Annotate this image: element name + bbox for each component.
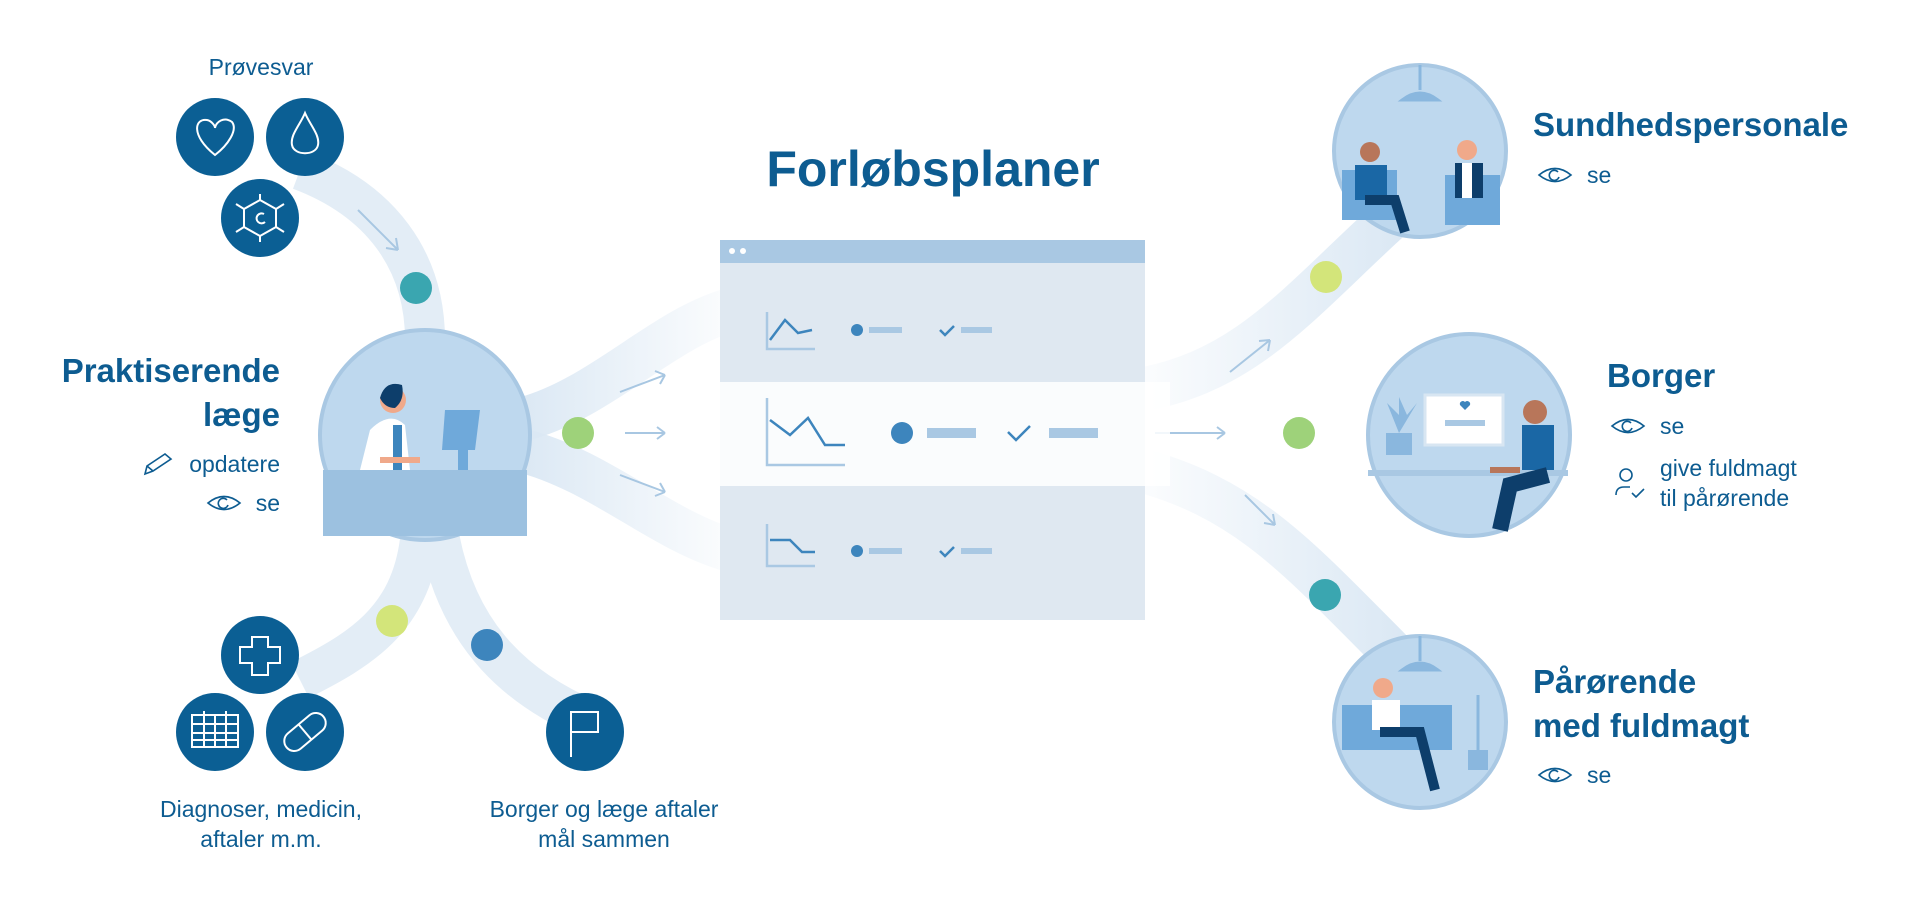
doctor-title: Praktiserende læge: [62, 349, 280, 437]
pill-icon: [266, 693, 344, 771]
records-label-line1: Diagnoser, medicin,: [160, 796, 362, 822]
goals-label-line1: Borger og læge aftaler: [489, 796, 719, 822]
care-plan-panel: [700, 240, 1170, 620]
drop-icon: [266, 98, 344, 176]
doctor-illustration: [318, 328, 532, 542]
relative-view-action: se: [1537, 760, 1611, 790]
citizen-illustration: [1366, 332, 1572, 538]
proxy-label-line2: til pårørende: [1660, 485, 1790, 511]
view-label: se: [255, 490, 280, 516]
proxy-label: give fuldmagt til pårørende: [1660, 453, 1797, 513]
data-dot: [1310, 261, 1342, 293]
records-label: Diagnoser, medicin, aftaler m.m.: [160, 794, 362, 854]
goals-label: Borger og læge aftaler mål sammen: [490, 794, 719, 854]
data-dot: [562, 417, 594, 449]
view-label: se: [1660, 413, 1685, 439]
records-label-line2: aftaler m.m.: [200, 826, 322, 852]
relative-title-line2: med fuldmagt: [1533, 707, 1750, 744]
citizen-title: Borger: [1607, 357, 1716, 394]
flag-icon: [546, 693, 624, 771]
doctor-title-line2: læge: [202, 396, 280, 433]
heart-icon: [176, 98, 254, 176]
goals-label-line2: mål sammen: [538, 826, 670, 852]
page-title: Forløbsplaner: [766, 141, 1100, 197]
eye-icon: [1537, 767, 1573, 783]
data-dot: [1283, 417, 1315, 449]
pencil-icon: [144, 453, 173, 476]
relative-illustration: [1332, 634, 1508, 810]
data-dot: [376, 605, 408, 637]
doctor-title-line1: Praktiserende: [61, 352, 280, 389]
flow-paths-center-right: [1134, 193, 1416, 676]
data-dot: [471, 629, 503, 661]
relative-title-line1: Pårørende: [1533, 663, 1697, 700]
data-dot: [400, 272, 432, 304]
data-dot: [1309, 579, 1341, 611]
health-staff-view-action: se: [1537, 160, 1611, 190]
citizen-view-action: se: [1610, 411, 1684, 441]
proxy-label-line1: give fuldmagt: [1660, 455, 1797, 481]
doctor-view-action: se: [206, 488, 280, 518]
plus-icon: [221, 616, 299, 694]
health-staff-title: Sundhedspersonale: [1533, 106, 1849, 143]
citizen-proxy-action: give fuldmagt til pårørende: [1614, 453, 1797, 513]
health-staff-illustration: [1332, 63, 1508, 239]
person-check-icon: [1615, 468, 1645, 499]
relative-title: Pårørende med fuldmagt: [1533, 660, 1749, 748]
test-results-label: Prøvesvar: [208, 54, 314, 80]
view-label: se: [1587, 162, 1612, 188]
eye-icon: [206, 495, 241, 511]
calendar-icon: [176, 693, 254, 771]
eye-icon: [1537, 167, 1573, 183]
edit-label: opdatere: [189, 451, 280, 477]
doctor-edit-action: opdatere: [141, 449, 280, 479]
eye-icon: [1610, 418, 1646, 434]
view-label: se: [1587, 762, 1612, 788]
flow-paths-center-left: [514, 288, 737, 572]
cell-icon: [221, 179, 299, 257]
